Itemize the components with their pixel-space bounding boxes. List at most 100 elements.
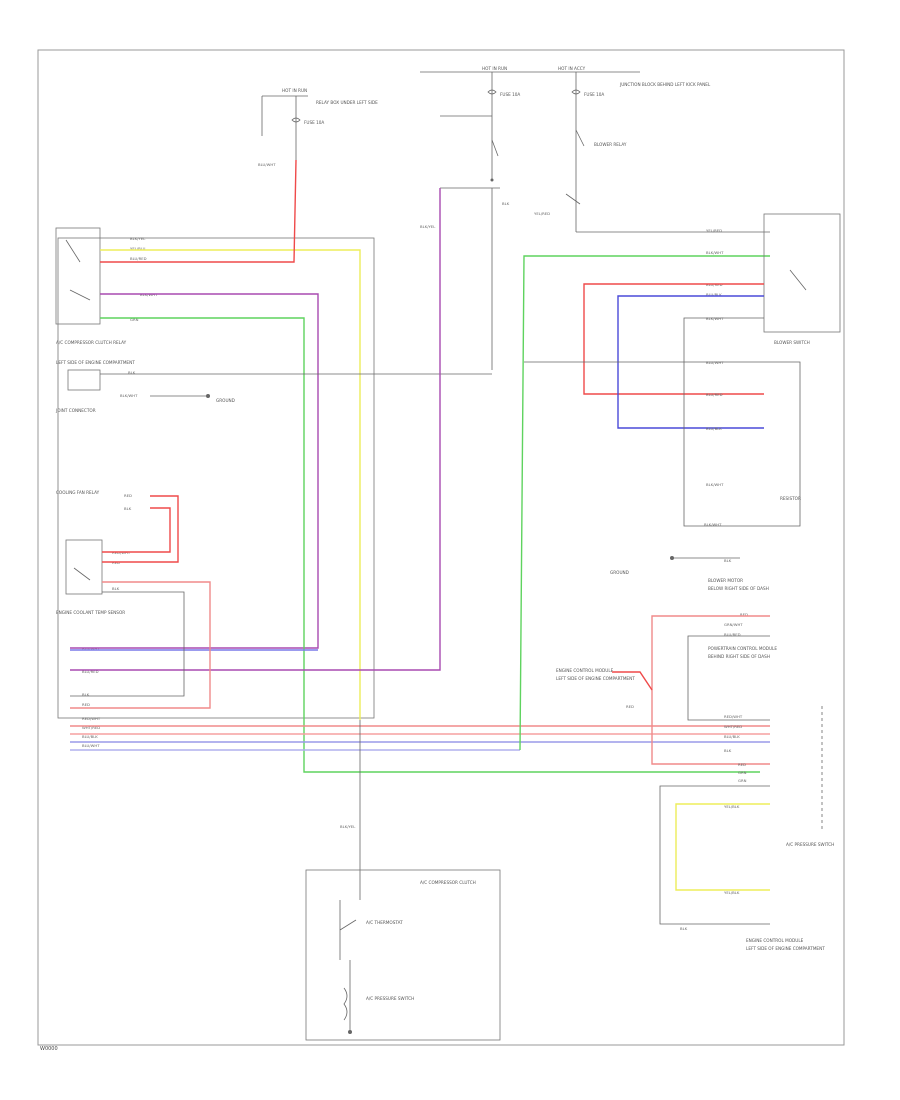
wire-yellow: [100, 249, 361, 720]
wire-label-pcm-1: RED: [740, 612, 748, 617]
wire-gray-ecm: [659, 785, 770, 925]
wire-label-ground-blkwht: BLK/WHT: [120, 393, 138, 398]
engine-coolant-label: ENGINE COOLANT TEMP SENSOR: [56, 610, 125, 615]
wire-label-top-blk: BLK: [502, 201, 510, 206]
hot-run-top-label: HOT IN RUN: [482, 66, 507, 71]
wire-label-res-4: BLK/WHT: [706, 482, 724, 487]
wire-label-bs-5: BLK/WHT: [706, 316, 724, 321]
wire-label-top-yelred: YEL/RED: [534, 211, 550, 216]
wire-label-ground-blk: BLK: [128, 370, 136, 375]
wire-label-relay-3: BLU/RED: [130, 256, 147, 261]
wire-red-cf-1: [102, 495, 179, 563]
ac-thermo-label: A/C THERMOSTAT: [366, 920, 403, 925]
wire-label-bluwht: BLU/WHT: [258, 162, 276, 167]
wire-yellow-ecm: [675, 803, 770, 891]
joint-conn-label: JOINT CONNECTOR: [55, 408, 96, 413]
engine-ctrl-sub-label: LEFT SIDE OF ENGINE COMPARTMENT: [556, 676, 635, 681]
wire-bundle: [70, 159, 770, 900]
wire-red-cf-2: [102, 507, 171, 553]
resistor-label: RESISTOR: [780, 496, 801, 501]
blower-switch-label: BLOWER SWITCH: [774, 340, 810, 345]
fuse-block-right-label: JUNCTION BLOCK BEHIND LEFT KICK PANEL: [619, 82, 711, 87]
wire-label-ecm-4: GRN: [738, 778, 747, 783]
wire-label-ecm-1: BLK: [724, 748, 732, 753]
wire-label-lc-3: BLK: [82, 692, 90, 697]
fuse-block-left-label: RELAY BOX UNDER LEFT SIDE: [316, 100, 378, 105]
wire-label-lc-5: RED/WHT: [82, 716, 101, 721]
ac-comp-label: A/C COMPRESSOR CLUTCH: [420, 880, 476, 885]
top-left-fuse: HOT IN RUN FUSE 10A RELAY BOX UNDER LEFT…: [258, 88, 378, 167]
wire-label-top-blkyel: BLK/YEL: [420, 224, 436, 229]
wire-label-relay-1: BLK/YEL: [130, 236, 146, 241]
fuse-left-label: FUSE 10A: [304, 120, 324, 125]
wire-green-relay: [100, 317, 760, 773]
wire-label-lc-2: BLU/RED: [82, 669, 99, 674]
wire-red-bs: [583, 283, 764, 395]
wire-label-res-2: BLU/RED: [706, 392, 723, 397]
powertrain-module: RED GRN/WHT BLU/RED POWERTRAIN CONTROL M…: [556, 612, 823, 830]
wire-green-vert: [519, 255, 770, 751]
wire-label-cf-red: RED: [124, 493, 132, 498]
wire-label-bs-2: BLK/WHT: [706, 250, 724, 255]
ac-comp-relay-label: A/C COMPRESSOR CLUTCH RELAY: [56, 340, 127, 345]
top-fuse-section: HOT IN RUN HOT IN ACCY FUSE 10A BLK BLK/…: [420, 66, 770, 370]
fuse-top-label: FUSE 10A: [500, 92, 520, 97]
wire-label-pcm-5: WHT/RED: [724, 724, 742, 729]
wire-label-acc-1: BLK/YEL: [340, 824, 356, 829]
wire-label-res-5: BLK/WHT: [704, 522, 722, 527]
ac-compressor-relay: A/C COMPRESSOR CLUTCH RELAY LEFT SIDE OF…: [55, 227, 158, 365]
ground-joint: BLK BLK/WHT GROUND JOINT CONNECTOR: [55, 369, 235, 413]
wire-label-pcm-2: GRN/WHT: [724, 622, 743, 627]
wire-label-res-3: BLU/BLK: [706, 426, 722, 431]
figure-id: W0000: [40, 1046, 58, 1052]
ac-pressure-label: A/C PRESSURE SWITCH: [786, 842, 834, 847]
wire-label-lc-6: WHT/RED: [82, 725, 100, 730]
hot-run-left-label: HOT IN RUN: [282, 88, 307, 93]
ground-label: GROUND: [216, 398, 235, 403]
wire-label-ecm-7: BLK: [680, 926, 688, 931]
wire-gray-pcm: [687, 635, 770, 721]
wire-purple-long: [70, 188, 441, 671]
wire-label-lc-8: BLU/WHT: [82, 743, 100, 748]
ground-label-2: GROUND: [610, 570, 629, 575]
wire-gray-bs: [524, 317, 801, 527]
wire-purple-relay: [70, 293, 319, 649]
blower-motor-sub-label: BELOW RIGHT SIDE OF DASH: [708, 586, 769, 591]
wire-label-relay-2: YEL/BLU: [130, 246, 146, 251]
wire-label-pcm-4: RED/WHT: [724, 714, 743, 719]
blower-switch: BLOWER SWITCH YEL/RED BLK/WHT BLU/RED BL…: [524, 213, 841, 527]
engine-control-module: BLK RED GRN GRN YEL/BLK YEL/BLK A/C PRES…: [659, 748, 834, 951]
left-connector-column: BLU/WHT BLU/RED BLK RED RED/WHT WHT/RED …: [57, 237, 375, 748]
cooling-fan-label: COOLING FAN RELAY: [56, 490, 100, 495]
resistor: BLU/WHT BLU/RED BLU/BLK BLK/WHT RESISTOR…: [704, 360, 801, 527]
wire-label-cf-blk2: BLK: [112, 586, 120, 591]
engine-ctrl-label-2: ENGINE CONTROL MODULE: [746, 938, 804, 943]
wire-label-lc-4: RED: [82, 702, 90, 707]
wire-label-ecm-2: RED: [738, 762, 746, 767]
wire-label-relay-5: GRN: [130, 317, 139, 322]
wire-label-ecm-3: GRN: [738, 770, 747, 775]
wire-label-pcm-6: BLU/BLK: [724, 734, 740, 739]
fuse-right-label: FUSE 10A: [584, 92, 604, 97]
hot-accy-label: HOT IN ACCY: [558, 66, 586, 71]
wire-pink-cf: [70, 581, 211, 709]
ac-compressor: BLK/YEL A/C COMPRESSOR CLUTCH A/C THERMO…: [305, 824, 501, 1041]
ac-pressure-label-2: A/C PRESSURE SWITCH: [366, 996, 414, 1001]
wire-label-ecm-6: YEL/BLK: [724, 890, 740, 895]
wire-gray-cf: [70, 591, 185, 697]
wire-label-bm-blk: BLK: [724, 558, 732, 563]
pcm-label: POWERTRAIN CONTROL MODULE: [708, 646, 777, 651]
blower-motor: BLK GROUND BLOWER MOTOR BELOW RIGHT SIDE…: [610, 556, 769, 591]
wire-label-bs-1: YEL/RED: [706, 228, 722, 233]
wire-label-ecm-5: YEL/BLK: [724, 804, 740, 809]
blower-motor-label: BLOWER MOTOR: [708, 578, 743, 583]
wire-label-res-1: BLU/WHT: [706, 360, 724, 365]
relay-sub-label: LEFT SIDE OF ENGINE COMPARTMENT: [56, 360, 135, 365]
wire-label-lc-7: BLU/BLK: [82, 734, 98, 739]
wire-red-top: [100, 159, 297, 263]
engine-ctrl-label: ENGINE CONTROL MODULE: [556, 668, 614, 673]
wire-label-bs-4: BLU/BLK: [706, 292, 722, 297]
blower-relay-label: BLOWER RELAY: [594, 142, 627, 147]
wire-label-pcm-3: BLU/RED: [724, 632, 741, 637]
